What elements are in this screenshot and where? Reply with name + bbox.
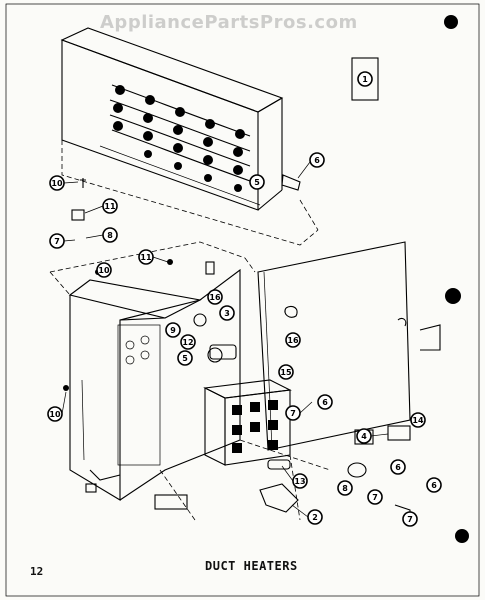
page-border: [5, 3, 480, 597]
heater-element-housing: [60, 27, 284, 211]
page-number: 12: [30, 565, 44, 578]
svg-text:10: 10: [98, 266, 110, 275]
callout-7: 7: [49, 233, 65, 249]
terminal-block: [203, 379, 292, 466]
reference-frame: [351, 57, 379, 101]
callout-12: 12: [180, 334, 196, 350]
registration-mark: [444, 15, 458, 29]
callout-3: 3: [219, 305, 235, 321]
callout-8: 8: [102, 227, 118, 243]
callout-5: 5: [249, 174, 265, 190]
callout-8: 8: [337, 480, 353, 496]
callout-2: 2: [307, 509, 323, 525]
diagram-caption: DUCT HEATERS: [205, 559, 298, 573]
svg-text:5: 5: [254, 178, 260, 187]
callout-11: 11: [102, 198, 118, 214]
svg-text:6: 6: [395, 463, 401, 472]
callout-14: 14: [410, 412, 426, 428]
callout-6: 6: [309, 152, 325, 168]
access-panel: [257, 241, 411, 451]
svg-text:1: 1: [362, 75, 368, 84]
callout-11: 11: [138, 249, 154, 265]
callout-1: 1: [357, 71, 373, 87]
callout-16: 16: [285, 332, 301, 348]
callout-10: 10: [47, 406, 63, 422]
svg-text:15: 15: [280, 368, 292, 377]
cabinet-body: [68, 268, 241, 501]
callout-4: 4: [356, 428, 372, 444]
svg-text:7: 7: [290, 409, 296, 418]
callout-10: 10: [49, 175, 65, 191]
svg-text:11: 11: [140, 253, 152, 262]
svg-text:10: 10: [51, 179, 63, 188]
svg-text:4: 4: [361, 432, 367, 441]
registration-mark: [445, 288, 461, 304]
svg-text:16: 16: [287, 336, 299, 345]
svg-text:8: 8: [107, 231, 113, 240]
svg-text:14: 14: [412, 416, 424, 425]
svg-text:12: 12: [182, 338, 193, 347]
callout-6: 6: [426, 477, 442, 493]
callout-7: 7: [367, 489, 383, 505]
callout-16: 16: [207, 289, 223, 305]
svg-text:2: 2: [312, 513, 318, 522]
callout-15: 15: [278, 364, 294, 380]
svg-text:10: 10: [49, 410, 61, 419]
leader-lines: [61, 161, 389, 518]
callout-6: 6: [390, 459, 406, 475]
svg-text:5: 5: [182, 354, 188, 363]
svg-text:8: 8: [342, 484, 348, 493]
svg-text:6: 6: [322, 398, 328, 407]
svg-text:3: 3: [224, 309, 230, 318]
svg-text:7: 7: [54, 237, 60, 246]
callout-7: 7: [285, 405, 301, 421]
callout-7: 7: [402, 511, 418, 527]
small-parts: [63, 174, 441, 522]
registration-mark: [455, 529, 469, 543]
callout-13: 13: [292, 473, 308, 489]
heating-coils: [109, 84, 251, 192]
svg-text:6: 6: [314, 156, 320, 165]
watermark: AppliancePartsPros.com: [100, 12, 358, 33]
svg-text:11: 11: [104, 202, 116, 211]
callout-6: 6: [317, 394, 333, 410]
svg-text:13: 13: [294, 477, 305, 486]
svg-text:7: 7: [372, 493, 378, 502]
svg-text:7: 7: [407, 515, 413, 524]
svg-text:16: 16: [209, 293, 221, 302]
callout-9: 9: [165, 322, 181, 338]
callout-5: 5: [177, 350, 193, 366]
callout-10: 10: [96, 262, 112, 278]
svg-text:9: 9: [170, 326, 176, 335]
svg-text:6: 6: [431, 481, 437, 490]
